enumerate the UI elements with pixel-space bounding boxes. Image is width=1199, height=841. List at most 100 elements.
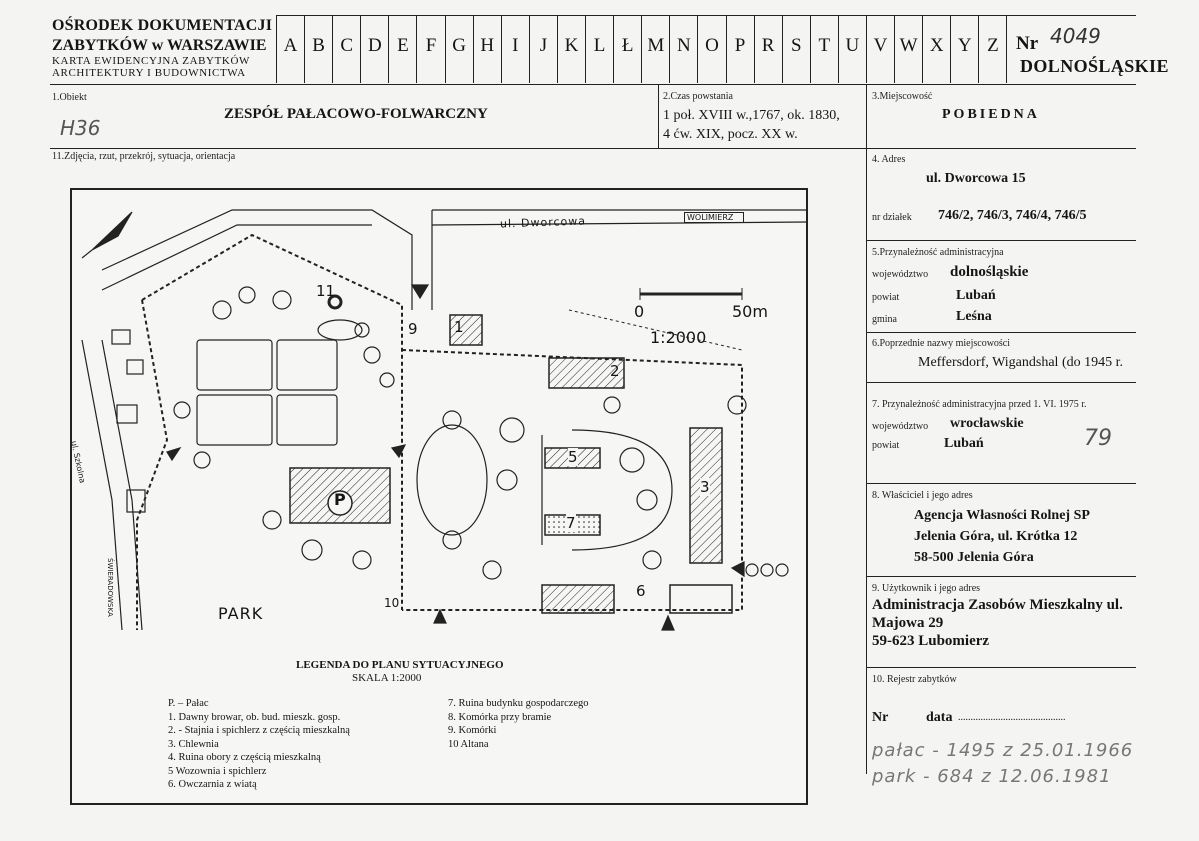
col-divider-right — [866, 84, 867, 774]
przyn-gmina-label: gmina — [872, 314, 897, 325]
parcels-label: nr działek — [872, 212, 912, 223]
przyn-powiat-label: powiat — [872, 292, 900, 303]
legend-scale: SKALA 1:2000 — [352, 672, 422, 684]
rule-wlasc — [866, 576, 1136, 577]
letter-cell: C — [332, 15, 360, 83]
przed1975-woj-value: wrocławskie — [950, 416, 1024, 431]
map-direction-label: WOLIMIERZ — [684, 212, 745, 223]
map-building-label: 5 — [568, 448, 578, 466]
letter-cell: R — [753, 15, 782, 83]
przyn-woj-label: województwo — [872, 269, 929, 280]
map-side-street2-label: ŚWIERADOWSKA — [106, 558, 114, 617]
nr-label: Nr — [1016, 33, 1039, 54]
uzytkownik-line1: Administracja Zasobów Mieszkalny ul. — [872, 597, 1123, 613]
rule-przyn — [866, 332, 1136, 333]
letter-cell: Z — [978, 15, 1006, 83]
przed1975-label: 7. Przynależność administracyjna przed 1… — [872, 399, 1087, 410]
uzytkownik-line2: Majowa 29 — [872, 615, 944, 631]
rejestr-nr-label: Nr — [872, 710, 889, 725]
letter-cell: P — [725, 15, 754, 83]
rejestr-data-label: data — [926, 710, 953, 725]
przed1975-woj-label: województwo — [872, 421, 929, 432]
institution-name-line2: ZABYTKÓW w WARSZAWIE — [52, 37, 267, 54]
adres-street: ul. Dworcowa 15 — [926, 171, 1026, 186]
map-building-label: 9 — [408, 320, 418, 338]
letter-cell: O — [697, 15, 725, 83]
legend-column-1: P. – Pałac 1. Dawny browar, ob. bud. mie… — [168, 697, 350, 792]
rule-przed — [866, 483, 1136, 484]
letter-cell: J — [528, 15, 557, 83]
legend-title: LEGENDA DO PLANU SYTUACYJNEGO — [296, 659, 504, 671]
wlasciciel-line1: Agencja Własności Rolnej SP — [914, 508, 1090, 523]
map-palace-mark: P — [334, 490, 346, 509]
przed1975-powiat-value: Lubań — [944, 436, 984, 451]
parcels-value: 746/2, 746/3, 746/4, 746/5 — [938, 208, 1087, 223]
letter-cell: X — [922, 15, 950, 83]
letter-cell: Y — [950, 15, 978, 83]
letter-cell: I — [500, 15, 529, 83]
przed1975-handwritten: 79 — [1084, 426, 1112, 451]
miejscowosc-value: POBIEDNA — [942, 107, 1040, 122]
row1-rule — [50, 148, 1136, 149]
obiekt-label: 1.Obiekt — [52, 92, 87, 103]
legend-item: P. – Pałac — [168, 698, 209, 709]
institution-name-line1: OŚRODEK DOKUMENTACJI — [52, 17, 273, 34]
letter-cell: A — [276, 15, 304, 83]
map-building-label: 10 — [384, 596, 400, 610]
obiekt-handwritten: H36 — [60, 116, 101, 140]
letter-cell: W — [894, 15, 922, 83]
legend-item: 8. Komórka przy bramie — [448, 711, 552, 723]
top-rule — [276, 15, 1136, 16]
przyn-label: 5.Przynależność administracyjna — [872, 247, 1004, 258]
uzytkownik-label: 9. Użytkownik i jego adres — [872, 583, 981, 594]
map-building-label: 11 — [316, 282, 336, 300]
czas-line2: 4 ćw. XIX, pocz. XX w. — [663, 127, 798, 142]
czas-label: 2.Czas powstania — [663, 91, 733, 102]
przyn-woj-value: dolnośląskie — [950, 264, 1029, 280]
letter-cell-end — [1006, 15, 1010, 83]
rule-poprz — [866, 382, 1136, 383]
map-building-label: 2 — [610, 362, 620, 380]
letter-cell: G — [444, 15, 473, 83]
legend-item: 9. Komórki — [448, 725, 497, 736]
map-building-label: 7 — [566, 514, 576, 532]
letter-cell: D — [360, 15, 388, 83]
przed1975-powiat-label: powiat — [872, 440, 900, 451]
przyn-gmina-value: Leśna — [956, 309, 992, 324]
wlasciciel-label: 8. Właściciel i jego adres — [872, 490, 973, 501]
letter-cell: N — [669, 15, 697, 83]
map-scale-ratio: 1:2000 — [650, 328, 707, 347]
wlasciciel-line2: Jelenia Góra, ul. Krótka 12 — [914, 529, 1078, 544]
legend-item: 6. Owczarnia z wiatą — [168, 779, 257, 790]
rejestr-label: 10. Rejestr zabytków — [872, 674, 957, 685]
przyn-powiat-value: Lubań — [956, 288, 996, 303]
letter-cell: S — [781, 15, 810, 83]
header-rule — [50, 84, 1136, 85]
letter-cell: V — [865, 15, 894, 83]
legend-item: 10 Altana — [448, 738, 489, 750]
rejestr-dots: ........................................… — [958, 712, 1066, 723]
letter-cell: B — [304, 15, 332, 83]
rule-adres — [866, 240, 1136, 241]
rejestr-entry2: park - 684 z 12.06.1981 — [872, 766, 1112, 787]
map-scale-50: 50m — [732, 302, 768, 321]
legend-column-2: 7. Ruina budynku gospodarczego 8. Komórk… — [448, 697, 589, 751]
letter-cell: M — [641, 15, 669, 83]
letter-cell: H — [472, 15, 501, 83]
letter-cell: T — [809, 15, 838, 83]
rejestr-entry1: pałac - 1495 z 25.01.1966 — [872, 740, 1134, 761]
legend-item: 4. Ruina obory z częścią mieszkalną — [168, 752, 321, 763]
adres-label: 4. Adres — [872, 154, 906, 165]
czas-line1: 1 poł. XVIII w.,1767, ok. 1830, — [663, 108, 840, 123]
legend-item: 3. Chlewnia — [168, 738, 219, 750]
map-building-label: 3 — [700, 478, 710, 496]
obiekt-value: ZESPÓŁ PAŁACOWO-FOLWARCZNY — [224, 106, 488, 122]
poprzednie-label: 6.Poprzednie nazwy miejscowości — [872, 338, 1011, 349]
col-divider-czas — [658, 84, 659, 148]
letter-cell: F — [416, 15, 444, 83]
letter-cell: Ł — [613, 15, 641, 83]
legend-item: 5 Wozownia i spichlerz — [168, 765, 267, 777]
letter-cell: E — [388, 15, 416, 83]
rule-uzytk — [866, 667, 1136, 668]
legend-item: 7. Ruina budynku gospodarczego — [448, 698, 589, 709]
